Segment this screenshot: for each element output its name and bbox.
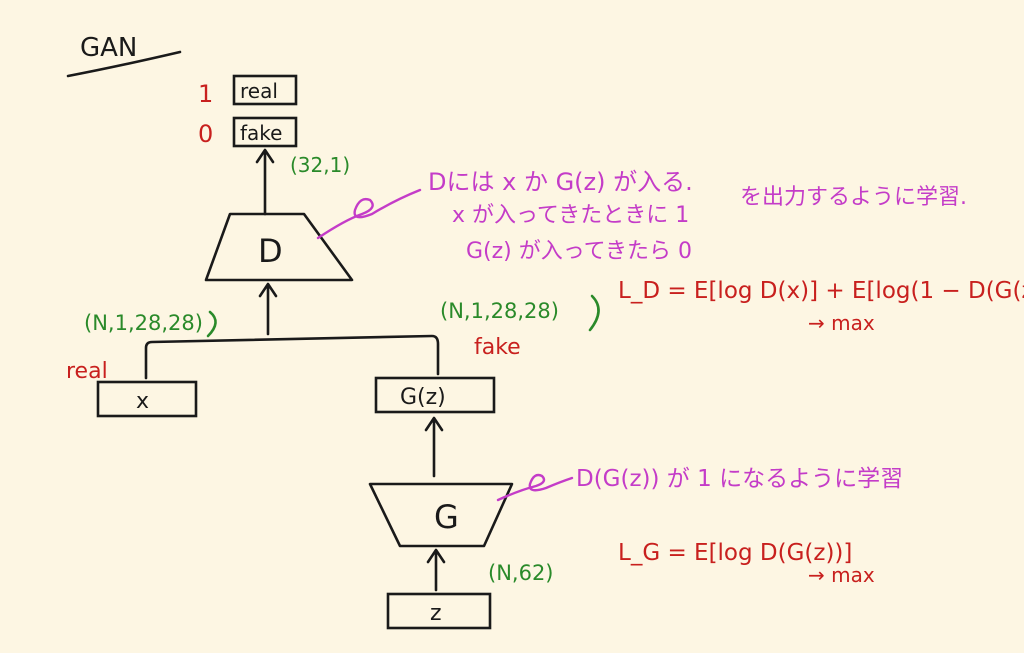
fake-shape-bracket bbox=[588, 294, 600, 332]
fake-input-tag: fake bbox=[474, 335, 521, 360]
discriminator-note-line2b: を出力するように学習. bbox=[740, 185, 967, 210]
discriminator-note-line1: Dには x か G(z) が入る. bbox=[428, 168, 693, 196]
discriminator-note-line3: G(z) が入ってきたら 0 bbox=[466, 239, 692, 264]
real-shape-bracket bbox=[206, 310, 217, 338]
output-shape: (32,1) bbox=[290, 153, 350, 177]
fake-input-label: G(z) bbox=[400, 385, 446, 410]
loss-g-formula: L_G = E[log D(G(z))] bbox=[618, 540, 852, 566]
generator-block bbox=[368, 482, 514, 548]
real-input-label: x bbox=[136, 389, 149, 414]
title-underline bbox=[66, 50, 182, 78]
real-input-shape: (N,1,28,28) bbox=[84, 311, 203, 335]
real-input-tag: real bbox=[66, 359, 108, 384]
output-real-label: real bbox=[240, 79, 278, 103]
discriminator-note-pointer bbox=[316, 188, 422, 240]
noise-shape: (N,62) bbox=[488, 561, 554, 585]
arrow-g-to-fake bbox=[424, 416, 444, 478]
merge-line bbox=[144, 334, 440, 380]
noise-box bbox=[386, 592, 492, 630]
arrow-z-to-g bbox=[426, 548, 446, 592]
title: GAN bbox=[80, 33, 137, 63]
output-real-value: 1 bbox=[198, 80, 213, 108]
fake-input-box bbox=[374, 376, 496, 414]
arrow-d-to-output bbox=[255, 148, 275, 216]
loss-g-goal: → max bbox=[808, 563, 875, 587]
generator-note: D(G(z)) が 1 になるように学習 bbox=[576, 466, 903, 492]
discriminator-note-line2: x が入ってきたときに 1 bbox=[452, 203, 689, 228]
output-real-box bbox=[232, 74, 298, 106]
noise-label: z bbox=[430, 601, 442, 626]
generator-note-pointer bbox=[496, 473, 574, 502]
output-fake-value: 0 bbox=[198, 120, 213, 148]
loss-d-formula: L_D = E[log D(x)] + E[log(1 − D(G(z)))] bbox=[618, 278, 1024, 304]
discriminator-block bbox=[204, 212, 354, 282]
discriminator-label: D bbox=[258, 232, 283, 270]
output-fake-box bbox=[232, 116, 298, 148]
loss-d-goal: → max bbox=[808, 311, 875, 335]
generator-label: G bbox=[434, 498, 459, 536]
arrow-merge-to-d bbox=[258, 282, 278, 336]
fake-input-shape: (N,1,28,28) bbox=[440, 299, 559, 323]
output-fake-label: fake bbox=[240, 121, 282, 145]
real-input-box bbox=[96, 380, 198, 418]
